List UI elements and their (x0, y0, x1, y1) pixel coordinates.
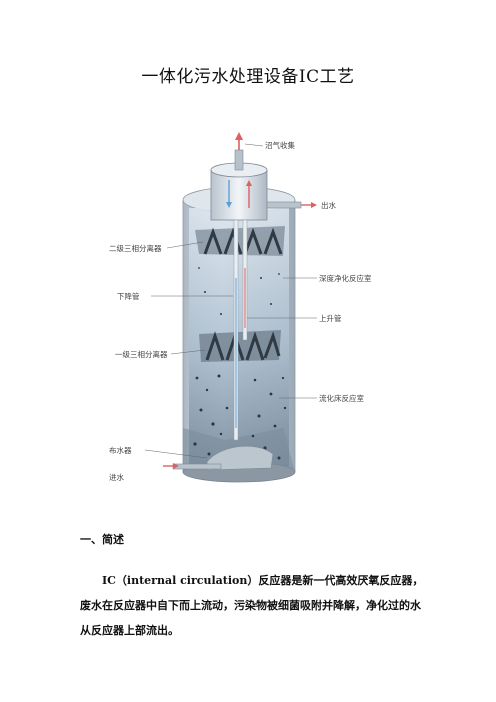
label-biogas: 沼气收集 (265, 140, 295, 150)
top-separator (210, 132, 268, 221)
reactor-illustration: 沼气收集 出水 二级三相分离器 深度净化反应室 下降管 上升管 一级三相分离器 … (109, 132, 372, 483)
section-heading: 一、简述 (80, 533, 124, 546)
label-outlet: 出水 (321, 200, 336, 210)
sludge-particles (193, 267, 287, 460)
water-distributor (163, 445, 274, 471)
page-title: 一体化污水处理设备IC工艺 (141, 67, 355, 87)
second-stage-separator (195, 226, 285, 256)
label-inlet: 进水 (109, 472, 124, 482)
label-first-stage-separator: 一级三相分离器 (115, 349, 168, 359)
label-riser: 上升管 (319, 313, 342, 323)
outlet-pipe (266, 201, 317, 209)
label-deep-purification-chamber: 深度净化反应室 (319, 273, 372, 283)
label-second-stage-separator: 二级三相分离器 (109, 243, 162, 253)
label-fluidized-bed-chamber: 流化床反应室 (319, 393, 364, 403)
label-downcomer: 下降管 (117, 291, 140, 301)
internal-pipes (233, 219, 248, 441)
leader-lines (144, 143, 317, 459)
body-paragraph: IC（internal circulation）反应器是新一代高效厌氧反应器，废… (80, 574, 424, 637)
label-water-distributor: 布水器 (109, 445, 132, 455)
ic-reactor-diagram: 沼气收集 出水 二级三相分离器 深度净化反应室 下降管 上升管 一级三相分离器 … (95, 128, 399, 490)
first-stage-separator (199, 330, 281, 362)
